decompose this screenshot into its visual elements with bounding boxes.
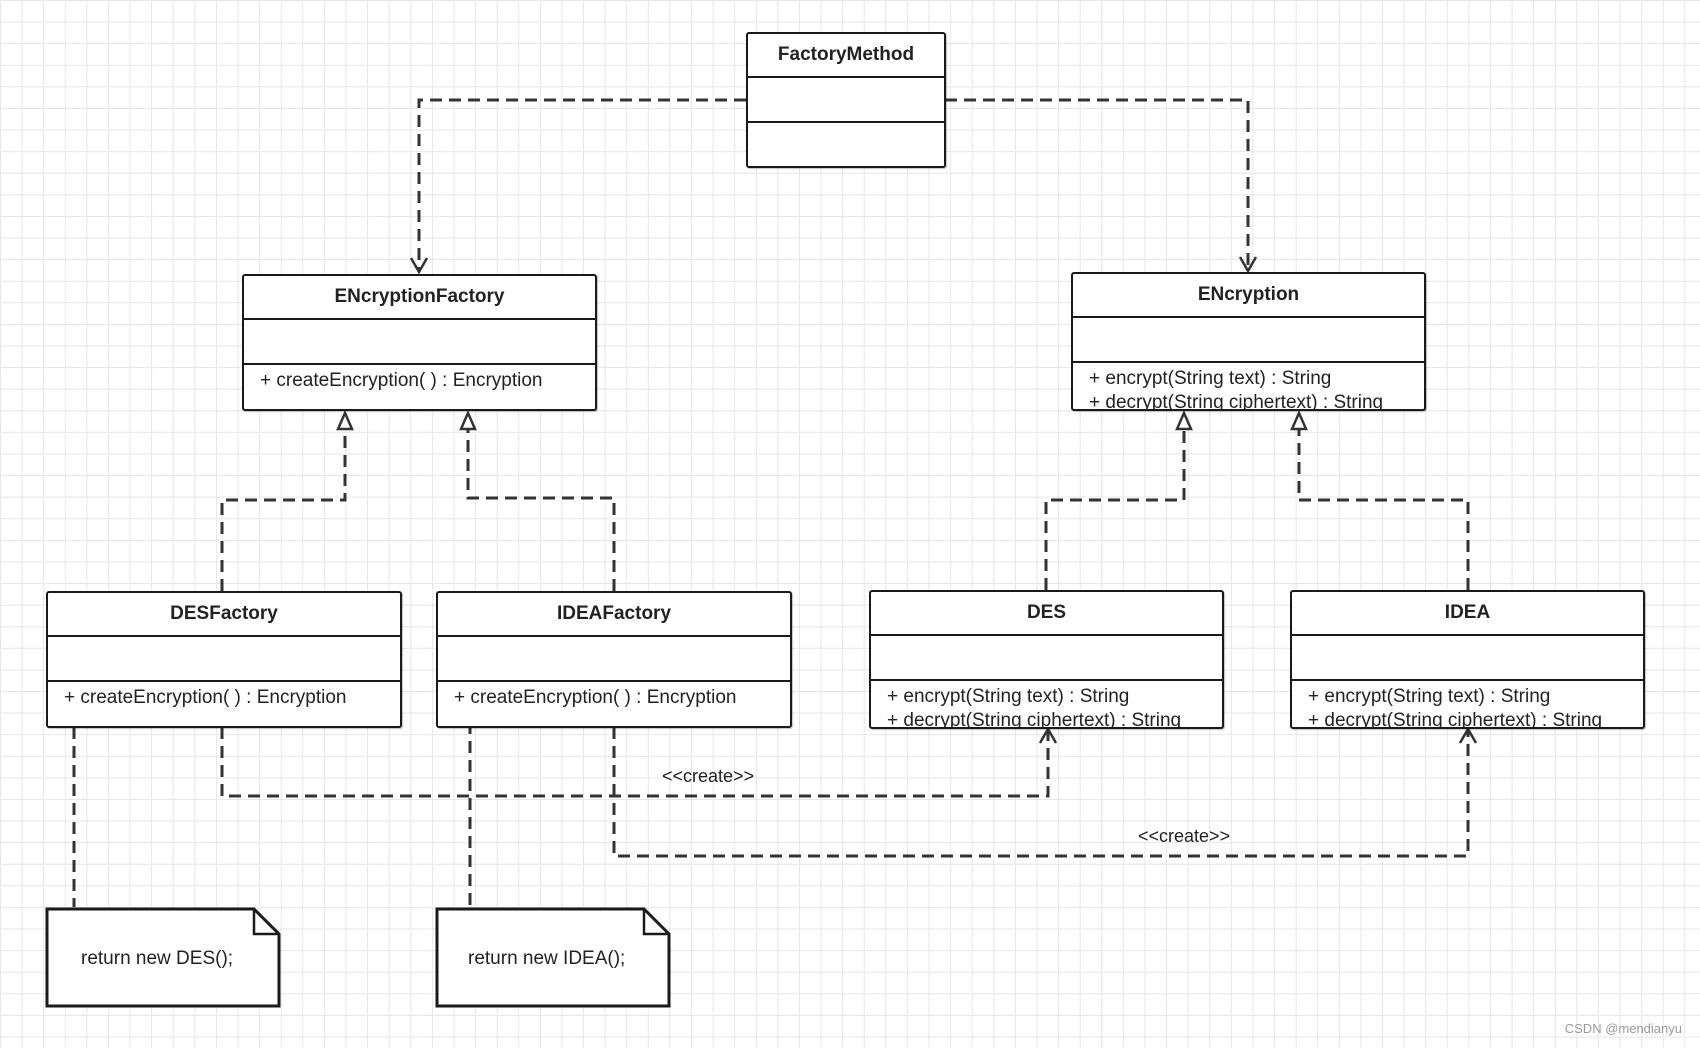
class-des[interactable]: DES + encrypt(String text) : String + de… [869,590,1224,729]
create-ideafactory-to-idea [612,726,1478,858]
realization-des [1044,409,1193,590]
attributes-compartment [748,78,944,123]
method: + decrypt(String ciphertext) : String [1089,392,1384,411]
class-name: IDEA [1292,592,1643,636]
class-name: ENcryption [1073,274,1424,318]
methods-compartment: + createEncryption( ) : Encryption [244,365,595,393]
note-idea: return new IDEA(); [468,948,626,969]
class-name: IDEAFactory [438,593,790,637]
attributes-compartment [1292,636,1643,681]
method: + decrypt(String ciphertext) : String [1308,710,1603,729]
method: + createEncryption( ) : Encryption [454,687,737,708]
attributes-compartment [244,320,595,365]
method: + createEncryption( ) : Encryption [64,687,347,708]
class-factorymethod[interactable]: FactoryMethod [746,32,946,168]
class-idea[interactable]: IDEA + encrypt(String text) : String + d… [1290,590,1645,729]
note-fold-idea [642,909,669,936]
attributes-compartment [1073,318,1424,363]
note-shape-idea [435,907,671,1008]
class-encryptionfactory[interactable]: ENcryptionFactory + createEncryption( ) … [242,274,597,411]
methods-compartment: + createEncryption( ) : Encryption [438,682,790,710]
class-ideafactory[interactable]: IDEAFactory + createEncryption( ) : Encr… [436,591,792,728]
method: + decrypt(String ciphertext) : String [887,710,1182,729]
note-shape-des [45,907,281,1008]
create-label-des: <<create>> [662,766,755,786]
dependency-factorymethod-to-encryptionfactory [409,98,746,275]
realization-idea [1290,409,1470,590]
class-desfactory[interactable]: DESFactory + createEncryption( ) : Encry… [46,591,402,728]
note-fold-des [252,909,279,936]
dependency-factorymethod-to-encryption [945,98,1258,274]
methods-compartment: + encrypt(String text) : String + decryp… [1073,363,1424,411]
class-encryption[interactable]: ENcryption + encrypt(String text) : Stri… [1071,272,1426,411]
note-des: return new DES(); [81,948,234,969]
realization-desfactory [220,409,354,591]
attributes-compartment [48,637,400,682]
attributes-compartment [438,637,790,682]
create-desfactory-to-des [220,726,1058,798]
create-label-idea: <<create>> [1138,826,1231,846]
methods-compartment: + createEncryption( ) : Encryption [48,682,400,710]
class-name: DES [871,592,1222,636]
method: + encrypt(String text) : String [1089,368,1332,389]
methods-compartment: + encrypt(String text) : String + decryp… [871,681,1222,729]
class-name: FactoryMethod [748,34,944,78]
watermark: CSDN @mendianyu [1564,1021,1682,1036]
methods-compartment: + encrypt(String text) : String + decryp… [1292,681,1643,729]
class-name: DESFactory [48,593,400,637]
realization-ideafactory [459,409,616,591]
method: + encrypt(String text) : String [1308,686,1551,707]
method: + createEncryption( ) : Encryption [260,370,543,391]
attributes-compartment [871,636,1222,681]
method: + encrypt(String text) : String [887,686,1130,707]
class-name: ENcryptionFactory [244,276,595,320]
